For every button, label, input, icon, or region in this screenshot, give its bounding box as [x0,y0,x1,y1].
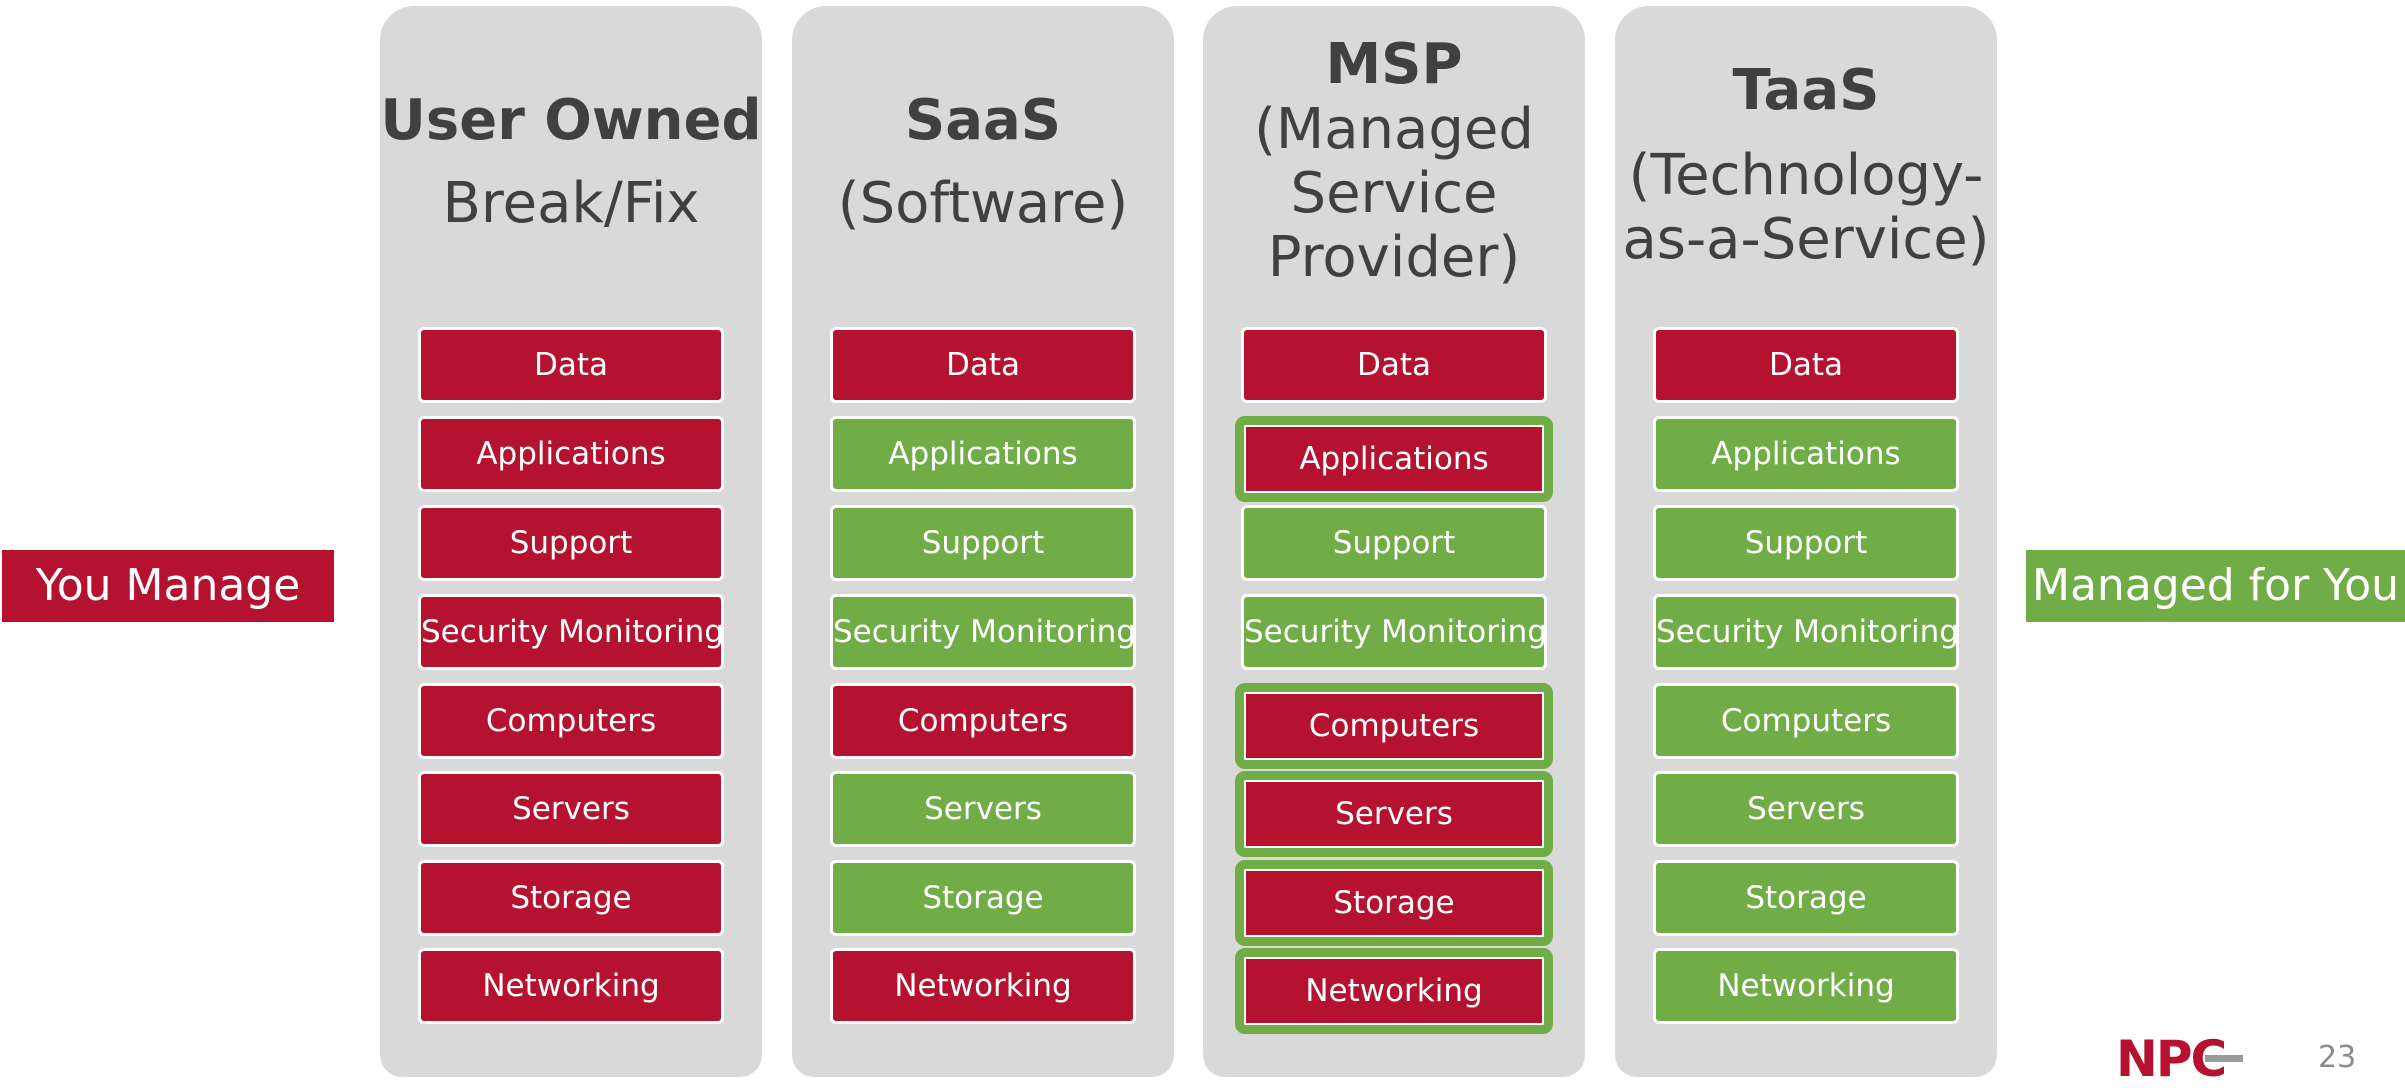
item-servers: Servers [1235,771,1553,857]
item-security-monitoring: Security Monitoring [418,594,724,670]
logo-accent-bar [2205,1055,2243,1062]
item-servers: Servers [830,771,1136,847]
item-storage: Storage [1653,860,1959,936]
item-storage: Storage [418,860,724,936]
item-networking: Networking [1235,948,1553,1034]
column-subtitle-line-1: (Technology- [1628,143,1984,208]
column-taas: TaaS (Technology- as-a-Service) Data App… [1615,6,1997,1077]
item-storage: Storage [1235,860,1553,946]
item-security-monitoring: Security Monitoring [830,594,1136,670]
item-applications: Applications [1235,416,1553,502]
column-subtitle-line-2: Service [1290,161,1498,226]
item-data: Data [830,327,1136,403]
item-computers: Computers [1235,683,1553,769]
column-msp: MSP (Managed Service Provider) Data Appl… [1203,6,1585,1077]
item-support: Support [1241,505,1547,581]
item-support: Support [1653,505,1959,581]
item-storage: Storage [830,860,1136,936]
item-security-monitoring: Security Monitoring [1241,594,1547,670]
item-servers: Servers [418,771,724,847]
column-user-owned: User Owned Break/Fix Data Applications S… [380,6,762,1077]
item-networking: Networking [1653,948,1959,1024]
column-subtitle: (Software) [837,171,1129,236]
item-security-monitoring: Security Monitoring [1653,594,1959,670]
item-applications: Applications [418,416,724,492]
item-data: Data [1653,327,1959,403]
item-data: Data [1241,327,1547,403]
column-title: User Owned [380,88,762,153]
item-computers: Computers [1653,683,1959,759]
item-computers: Computers [418,683,724,759]
item-applications: Applications [830,416,1136,492]
item-data: Data [418,327,724,403]
you-manage-label: You Manage [2,550,334,622]
column-saas: SaaS (Software) Data Applications Suppor… [792,6,1174,1077]
column-title: SaaS [904,88,1062,153]
column-title: MSP [1325,32,1463,97]
column-subtitle-line-2: as-a-Service) [1622,207,1990,272]
managed-for-you-label: Managed for You [2026,550,2405,622]
item-support: Support [830,505,1136,581]
item-networking: Networking [830,948,1136,1024]
page-number: 23 [2318,1040,2357,1075]
item-networking: Networking [418,948,724,1024]
column-title: TaaS [1732,58,1880,123]
item-applications: Applications [1653,416,1959,492]
column-subtitle: Break/Fix [442,171,700,236]
column-subtitle-line-1: (Managed [1254,97,1534,162]
item-computers: Computers [830,683,1136,759]
item-servers: Servers [1653,771,1959,847]
column-subtitle-line-3: Provider) [1267,225,1521,290]
item-support: Support [418,505,724,581]
